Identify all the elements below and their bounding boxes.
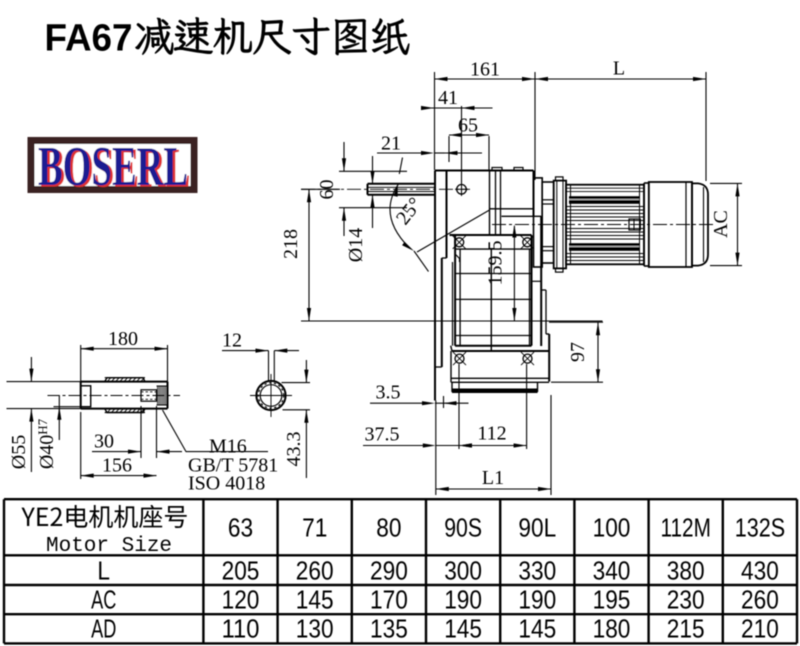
svg-text:260: 260	[741, 585, 779, 615]
svg-text:130: 130	[296, 614, 334, 644]
svg-text:180: 180	[108, 328, 138, 350]
svg-text:210: 210	[741, 614, 779, 644]
svg-text:161: 161	[470, 59, 500, 81]
svg-text:120: 120	[222, 585, 260, 615]
svg-text:145: 145	[444, 614, 482, 644]
svg-text:156: 156	[102, 455, 132, 477]
svg-text:190: 190	[444, 585, 482, 615]
svg-text:M16: M16	[209, 436, 247, 458]
svg-text:90L: 90L	[518, 513, 556, 543]
svg-text:Ø14: Ø14	[345, 228, 367, 262]
svg-text:FA67: FA67	[45, 18, 133, 60]
svg-text:190: 190	[518, 585, 556, 615]
svg-text:300: 300	[444, 556, 482, 586]
svg-text:37.5: 37.5	[365, 424, 400, 446]
svg-text:L: L	[97, 556, 110, 586]
svg-text:65: 65	[458, 115, 478, 137]
svg-text:260: 260	[296, 556, 334, 586]
svg-text:218: 218	[280, 229, 302, 259]
svg-text:L1: L1	[482, 467, 504, 489]
svg-text:BOSERL: BOSERL	[38, 136, 188, 198]
svg-text:Motor Size: Motor Size	[46, 535, 172, 558]
svg-text:97: 97	[567, 342, 589, 362]
svg-text:215: 215	[667, 614, 705, 644]
svg-text:GB/T 5781: GB/T 5781	[188, 455, 278, 477]
svg-text:63: 63	[228, 513, 253, 543]
svg-text:112M: 112M	[661, 513, 711, 543]
svg-text:110: 110	[222, 614, 260, 644]
svg-text:AD: AD	[91, 614, 116, 644]
svg-text:L: L	[613, 58, 625, 80]
svg-text:ISO 4018: ISO 4018	[188, 473, 265, 495]
svg-text:71: 71	[302, 513, 327, 543]
svg-text:145: 145	[296, 585, 334, 615]
svg-text:12: 12	[222, 330, 242, 352]
svg-text:43.3: 43.3	[283, 432, 305, 467]
svg-text:112: 112	[477, 423, 506, 445]
svg-text:205: 205	[222, 556, 260, 586]
svg-text:AC: AC	[710, 210, 732, 238]
svg-text:340: 340	[593, 556, 631, 586]
svg-text:132S: 132S	[735, 513, 785, 543]
svg-text:330: 330	[518, 556, 556, 586]
svg-text:21: 21	[381, 133, 401, 155]
svg-text:380: 380	[667, 556, 705, 586]
svg-text:230: 230	[667, 585, 705, 615]
svg-text:3.5: 3.5	[376, 382, 401, 404]
svg-text:159.5: 159.5	[485, 241, 507, 286]
svg-text:80: 80	[376, 513, 401, 543]
svg-text:145: 145	[518, 614, 556, 644]
svg-text:430: 430	[741, 556, 779, 586]
svg-text:180: 180	[593, 614, 631, 644]
svg-text:90S: 90S	[444, 513, 482, 543]
svg-text:100: 100	[593, 513, 631, 543]
svg-text:195: 195	[593, 585, 631, 615]
svg-text:AC: AC	[91, 585, 116, 615]
svg-text:30: 30	[94, 431, 114, 453]
svg-text:Ø55: Ø55	[8, 435, 30, 469]
svg-text:41: 41	[438, 87, 458, 109]
svg-text:170: 170	[370, 585, 408, 615]
svg-text:135: 135	[370, 614, 408, 644]
svg-text:BOSERL: BOSERL	[41, 138, 191, 200]
svg-text:290: 290	[370, 556, 408, 586]
